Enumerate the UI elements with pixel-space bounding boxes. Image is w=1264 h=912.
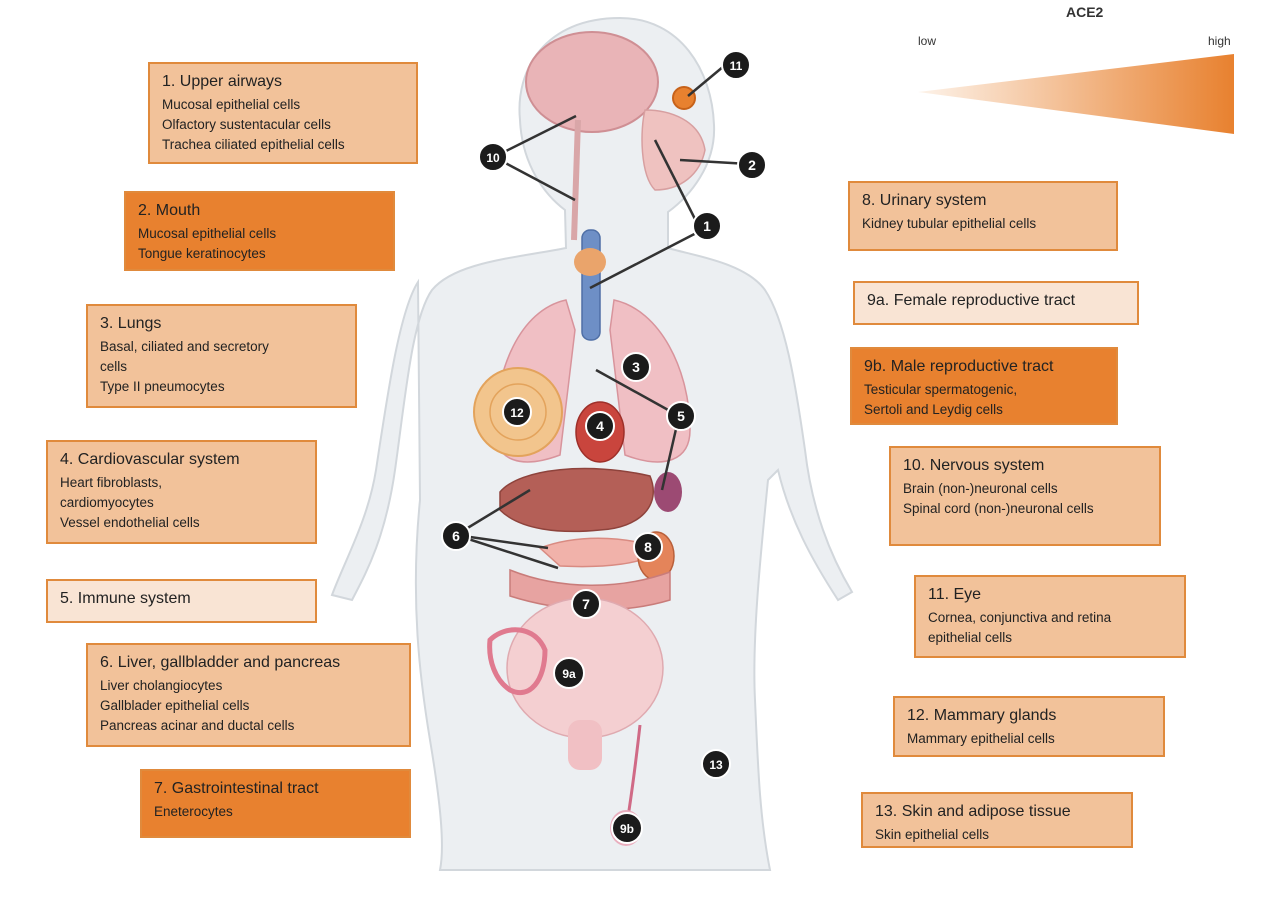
marker-7: 7: [571, 589, 601, 619]
upper-airways-cell-type: Olfactory sustentacular cells: [162, 117, 331, 132]
eye-title: 11. Eye: [928, 586, 982, 603]
svg-text:4: 4: [596, 418, 604, 434]
svg-text:11: 11: [730, 59, 743, 73]
upper-airways-cell-type: Mucosal epithelial cells: [162, 97, 301, 112]
lungs-cell-type: cells: [100, 359, 128, 374]
urinary-system-cell-type: Kidney tubular epithelial cells: [862, 216, 1037, 231]
mouth-cell-type: Mucosal epithelial cells: [138, 226, 277, 241]
cardiovascular-system-cell-type: Vessel endothelial cells: [60, 515, 200, 530]
marker-4: 4: [585, 411, 615, 441]
svg-text:10: 10: [486, 151, 500, 165]
male-reproductive-tract-cell-type: Testicular spermatogenic,: [864, 382, 1018, 397]
upper-airways-title: 1. Upper airways: [162, 73, 283, 90]
mammary-glands-cell-type: Mammary epithelial cells: [907, 731, 1055, 746]
marker-5: 5: [666, 401, 696, 431]
male-reproductive-tract-cell-type: Sertoli and Leydig cells: [864, 402, 1003, 417]
box-female-reproductive-tract: 9a. Female reproductive tract: [853, 281, 1139, 325]
cardiovascular-system-cell-type: cardiomyocytes: [60, 495, 154, 510]
legend-title: ACE2: [1066, 4, 1104, 20]
spleen: [654, 472, 682, 512]
uterus: [487, 627, 548, 695]
svg-text:7: 7: [582, 596, 590, 612]
cardiovascular-system-title: 4. Cardiovascular system: [60, 451, 240, 468]
upper-airways-cell-type: Trachea ciliated epithelial cells: [162, 137, 345, 152]
eye: [672, 86, 696, 110]
lungs-title: 3. Lungs: [100, 315, 162, 332]
marker-11: 11: [721, 50, 751, 80]
marker-9b: 9b: [611, 812, 643, 844]
svg-text:12: 12: [510, 406, 524, 420]
svg-text:8: 8: [644, 539, 652, 555]
marker-10: 10: [478, 142, 508, 172]
liver: [499, 467, 655, 533]
mouth-title: 2. Mouth: [138, 202, 201, 219]
bladder: [568, 720, 602, 770]
marker-6: 6: [441, 521, 471, 551]
legend-low-label: low: [918, 34, 937, 48]
lungs-cell-type: Basal, ciliated and secretory: [100, 339, 269, 354]
svg-text:13: 13: [709, 758, 723, 772]
nervous-system-title: 10. Nervous system: [903, 457, 1045, 474]
immune-system-title: 5. Immune system: [60, 590, 191, 607]
svg-text:2: 2: [748, 157, 756, 173]
nervous-system-cell-type: Brain (non-)neuronal cells: [903, 481, 1058, 496]
svg-text:9a: 9a: [562, 667, 576, 681]
svg-text:3: 3: [632, 359, 640, 375]
leader-lines: [455, 65, 750, 570]
marker-12: 12: [502, 397, 532, 427]
svg-text:1: 1: [703, 218, 711, 234]
liver-gallbladder-pancreas-cell-type: Gallblader epithelial cells: [100, 698, 250, 713]
brain: [525, 31, 659, 133]
marker-9a: 9a: [553, 657, 585, 689]
box-immune-system: 5. Immune system: [46, 579, 317, 623]
liver-gallbladder-pancreas-cell-type: Pancreas acinar and ductal cells: [100, 718, 295, 733]
female-reproductive-tract-title: 9a. Female reproductive tract: [867, 292, 1076, 309]
liver-gallbladder-pancreas-title: 6. Liver, gallbladder and pancreas: [100, 654, 341, 671]
svg-text:5: 5: [677, 408, 685, 424]
small-intestine: [506, 597, 664, 739]
liver-gallbladder-pancreas-cell-type: Liver cholangiocytes: [100, 678, 223, 693]
marker-2: 2: [737, 150, 767, 180]
svg-text:6: 6: [452, 528, 460, 544]
skin-adipose-tissue-title: 13. Skin and adipose tissue: [875, 803, 1071, 820]
thyroid: [574, 248, 606, 276]
svg-text:9b: 9b: [620, 822, 634, 836]
cardiovascular-system-cell-type: Heart fibroblasts,: [60, 475, 163, 490]
gastrointestinal-tract-title: 7. Gastrointestinal tract: [154, 780, 319, 797]
spinal-cord: [571, 119, 581, 241]
marker-13: 13: [701, 749, 731, 779]
marker-1: 1: [692, 211, 722, 241]
legend-high-label: high: [1208, 34, 1231, 48]
mammary-gland-inner: [489, 383, 547, 441]
mammary-glands-title: 12. Mammary glands: [907, 707, 1057, 724]
mouth-cell-type: Tongue keratinocytes: [138, 246, 266, 261]
eye-cell-type: epithelial cells: [928, 630, 1013, 645]
marker-3: 3: [621, 352, 651, 382]
lungs-cell-type: Type II pneumocytes: [100, 379, 225, 394]
gastrointestinal-tract-cell-type: Eneterocytes: [154, 804, 233, 819]
legend-gradient-wedge: [918, 54, 1234, 134]
male-reproductive-tract-title: 9b. Male reproductive tract: [864, 358, 1054, 375]
urinary-system-title: 8. Urinary system: [862, 192, 987, 209]
eye-cell-type: Cornea, conjunctiva and retina: [928, 610, 1112, 625]
nervous-system-cell-type: Spinal cord (non-)neuronal cells: [903, 501, 1094, 516]
skin-adipose-tissue-cell-type: Skin epithelial cells: [875, 827, 990, 842]
marker-8: 8: [633, 532, 663, 562]
face-airways: [641, 109, 706, 191]
